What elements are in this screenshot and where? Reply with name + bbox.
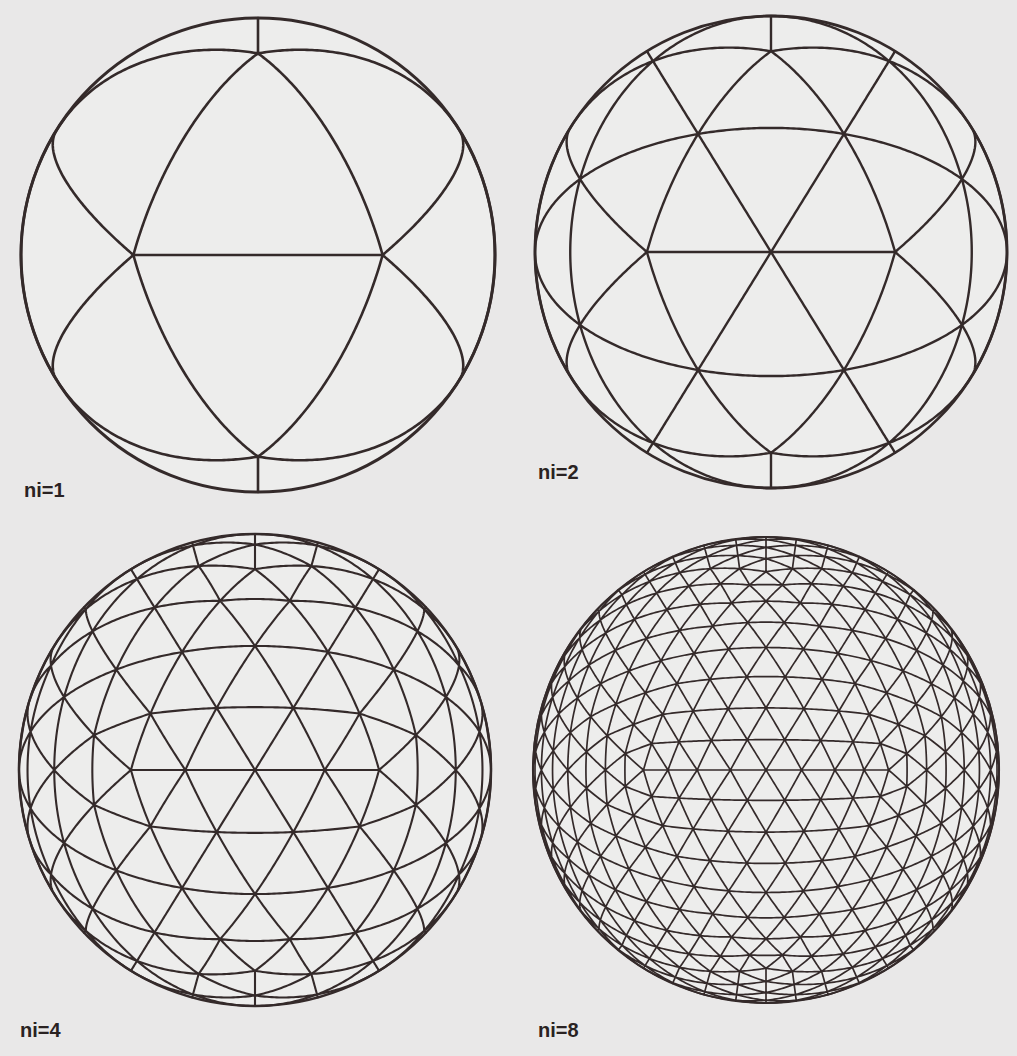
sphere-outline — [19, 534, 491, 1006]
sphere-outline — [21, 18, 495, 492]
sphere-disc — [19, 534, 491, 1006]
grid-lines — [535, 16, 1007, 488]
sphere-disc — [533, 537, 999, 1003]
resolution-label: ni=8 — [538, 1020, 579, 1040]
grid-sphere — [535, 16, 1007, 488]
grid-sphere — [19, 534, 491, 1006]
sphere-outline — [533, 537, 999, 1003]
sphere-disc — [21, 18, 495, 492]
grid-lines — [21, 18, 495, 492]
resolution-label: ni=4 — [20, 1020, 61, 1040]
grid-lines — [533, 537, 999, 1003]
sphere-outline — [535, 16, 1007, 488]
resolution-label: ni=1 — [24, 480, 65, 500]
grid-lines — [19, 534, 491, 1006]
grid-sphere — [21, 18, 495, 492]
sphere-disc — [535, 16, 1007, 488]
grid-sphere — [533, 537, 999, 1003]
resolution-label: ni=2 — [538, 462, 579, 482]
